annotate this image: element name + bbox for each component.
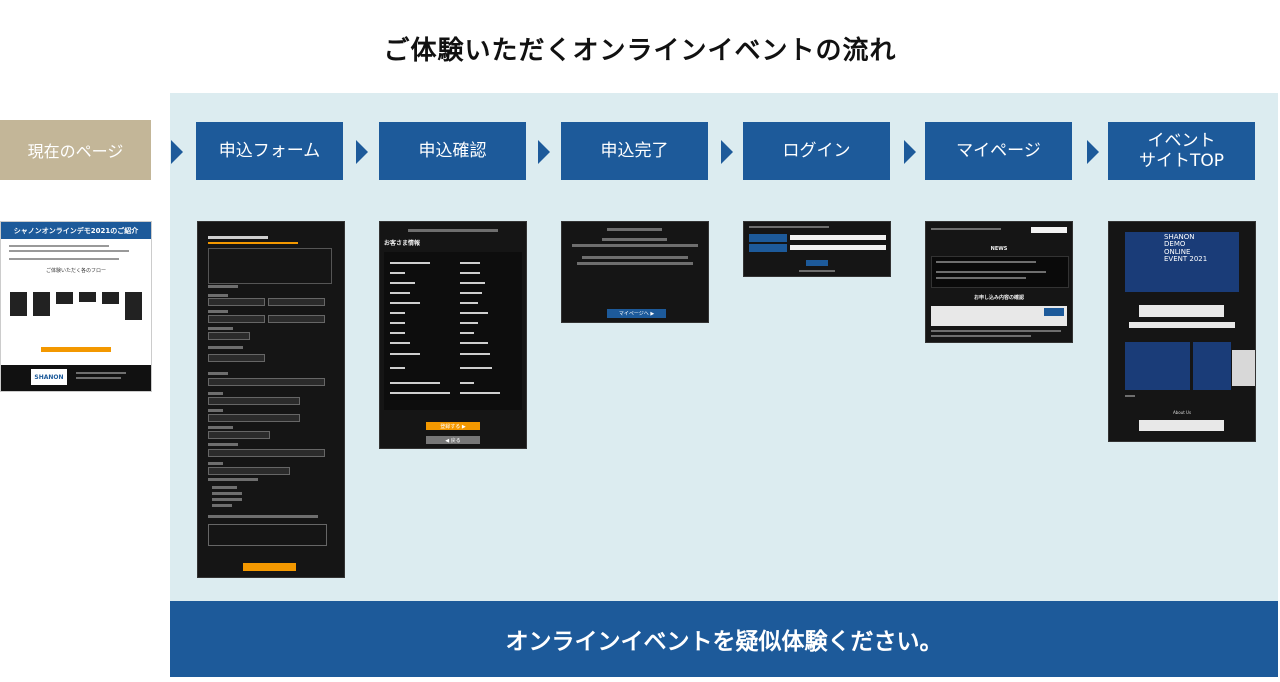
thumbnail-register-button: 登録する ▶ (426, 422, 480, 430)
thumbnail-login (743, 221, 891, 277)
thumbnail-application-confirm: お客さま情報 登録する ▶ ◀ 戻る (379, 221, 527, 449)
thumbnail-mypage: NEWS お申し込み内容の確認 (925, 221, 1073, 343)
step-event-site-top: イベント サイトTOP (1108, 122, 1255, 180)
flow-panel (170, 93, 1278, 677)
thumbnail-event-site-top: SHANON DEMO ONLINE EVENT 2021 About Us (1108, 221, 1256, 442)
flow-arrow-icon (538, 140, 550, 164)
flow-arrow-icon (356, 140, 368, 164)
thumbnail-back-button: ◀ 戻る (426, 436, 480, 444)
thumbnail-customer-info-heading: お客さま情報 (384, 240, 421, 247)
step-application-confirm: 申込確認 (379, 122, 526, 180)
thumbnail-header: シャノンオンラインデモ2021のご紹介 (1, 222, 151, 239)
flow-arrow-icon (721, 140, 733, 164)
step-application-complete: 申込完了 (561, 122, 708, 180)
step-mypage: マイページ (925, 122, 1072, 180)
thumbnail-event-hero: SHANON DEMO ONLINE EVENT 2021 (1164, 233, 1208, 264)
step-login: ログイン (743, 122, 890, 180)
thumbnail-application-complete: マイページへ ▶ (561, 221, 709, 323)
flow-arrow-icon (904, 140, 916, 164)
flow-arrow-icon (1087, 140, 1099, 164)
current-page-label: 現在のページ (0, 120, 151, 180)
flow-arrow-icon (171, 140, 183, 164)
shanon-logo: SHANON (31, 369, 67, 385)
thumbnail-application-form (197, 221, 345, 578)
page-title: ご体験いただくオンラインイベントの流れ (383, 36, 897, 66)
thumbnail-flow-heading: ご体験いただく各のフロー (45, 268, 106, 274)
experience-banner: オンラインイベントを疑似体験ください。 (170, 601, 1278, 677)
thumbnail-current-page: シャノンオンラインデモ2021のご紹介 ご体験いただく各のフロー SHANON (0, 221, 152, 392)
thumbnail-mypage-button: マイページへ ▶ (607, 309, 666, 318)
thumbnail-details-heading: お申し込み内容の確認 (973, 295, 1024, 301)
step-application-form: 申込フォーム (196, 122, 343, 180)
thumbnail-about-heading: About Us (1172, 410, 1192, 415)
thumbnail-news-heading: NEWS (990, 246, 1008, 252)
